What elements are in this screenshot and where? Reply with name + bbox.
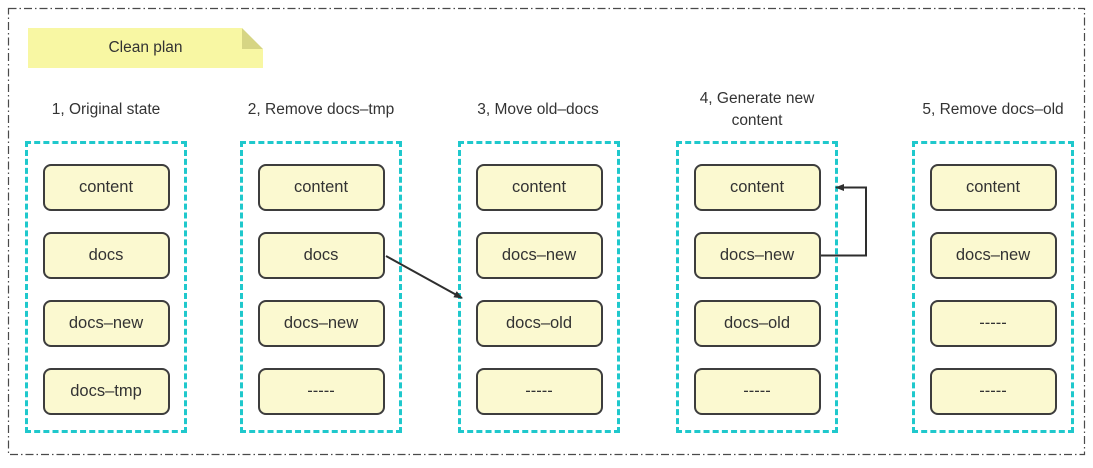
note-fold-icon xyxy=(242,28,263,49)
step-3-title: 3, Move old–docs xyxy=(477,101,599,118)
state-box: docs xyxy=(42,232,170,279)
state-box: ----- xyxy=(929,368,1057,415)
step-4-title: 4, Generate new content xyxy=(699,90,815,130)
state-box: docs–new xyxy=(257,300,385,347)
state-box: ----- xyxy=(475,368,603,415)
step-3-column: content docs–new docs–old ----- xyxy=(458,141,620,433)
state-box: docs xyxy=(257,232,385,279)
state-box: ----- xyxy=(257,368,385,415)
state-box: docs–old xyxy=(475,300,603,347)
state-box: docs–old xyxy=(693,300,821,347)
step-4-column: content docs–new docs–old ----- xyxy=(676,141,838,433)
state-box: ----- xyxy=(929,300,1057,347)
step-1-column: content docs docs–new docs–tmp xyxy=(25,141,187,433)
state-box: content xyxy=(929,164,1057,211)
state-box: docs–new xyxy=(929,232,1057,279)
step-2-column: content docs docs–new ----- xyxy=(240,141,402,433)
step-5-column: content docs–new ----- ----- xyxy=(912,141,1074,433)
state-box: content xyxy=(257,164,385,211)
state-box: content xyxy=(693,164,821,211)
state-box: content xyxy=(42,164,170,211)
state-box: docs–tmp xyxy=(42,368,170,415)
state-box: docs–new xyxy=(475,232,603,279)
state-box: ----- xyxy=(693,368,821,415)
step-5-title: 5, Remove docs–old xyxy=(922,101,1064,118)
sticky-note: Clean plan xyxy=(28,28,263,68)
step-1-title: 1, Original state xyxy=(51,101,161,118)
state-box: docs–new xyxy=(693,232,821,279)
sticky-note-label: Clean plan xyxy=(108,39,183,56)
state-box: content xyxy=(475,164,603,211)
step-2-title: 2, Remove docs–tmp xyxy=(247,101,395,118)
state-box: docs–new xyxy=(42,300,170,347)
